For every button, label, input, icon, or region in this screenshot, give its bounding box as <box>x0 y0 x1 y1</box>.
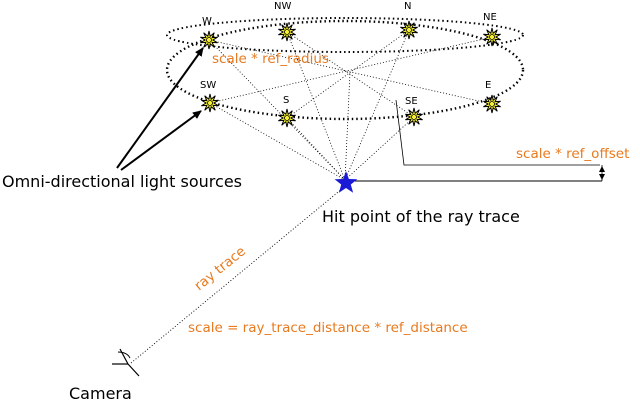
lower-ring <box>165 19 525 121</box>
ray-trace-label: ray trace <box>191 243 248 294</box>
upper-ring <box>166 17 524 53</box>
light-rays <box>208 29 493 181</box>
light-burst-icon-w <box>200 30 218 50</box>
star-icon <box>334 171 358 193</box>
light-label-e: E <box>485 80 491 91</box>
light-burst-icon-sw <box>201 93 219 113</box>
light-label-nw: NW <box>274 1 291 12</box>
light-sources-label: Omni-directional light sources <box>2 172 242 191</box>
light-label-sw: SW <box>200 80 216 91</box>
label-arrows <box>116 47 204 171</box>
ray-trace-line <box>130 187 344 364</box>
light-label-ne: NE <box>483 12 497 23</box>
light-burst-icon-e <box>483 94 501 114</box>
light-burst-icon-s <box>278 108 296 128</box>
ref-offset-label: scale * ref_offset <box>516 146 629 162</box>
light-burst-icon-nw <box>278 22 296 42</box>
camera-icon <box>112 348 140 377</box>
light-burst-icon-ne <box>483 27 501 47</box>
offset-indicator <box>355 99 605 182</box>
light-burst-icon-n <box>400 20 418 40</box>
light-ring <box>165 17 525 121</box>
camera-label: Camera <box>69 384 132 402</box>
light-label-s: S <box>283 95 289 106</box>
light-burst-icon-se <box>405 107 423 127</box>
hit-point-label: Hit point of the ray trace <box>322 207 520 226</box>
light-label-se: SE <box>405 96 418 107</box>
lights <box>200 20 501 128</box>
ref-radius-label: scale * ref_radius <box>212 51 329 67</box>
light-label-w: W <box>202 16 212 27</box>
light-label-n: N <box>404 1 411 12</box>
arrow-to-sw <box>120 110 202 171</box>
scale-formula-label: scale = ray_trace_distance * ref_distanc… <box>188 320 468 336</box>
arrow-to-w <box>116 47 204 169</box>
offset-guide <box>395 99 600 166</box>
